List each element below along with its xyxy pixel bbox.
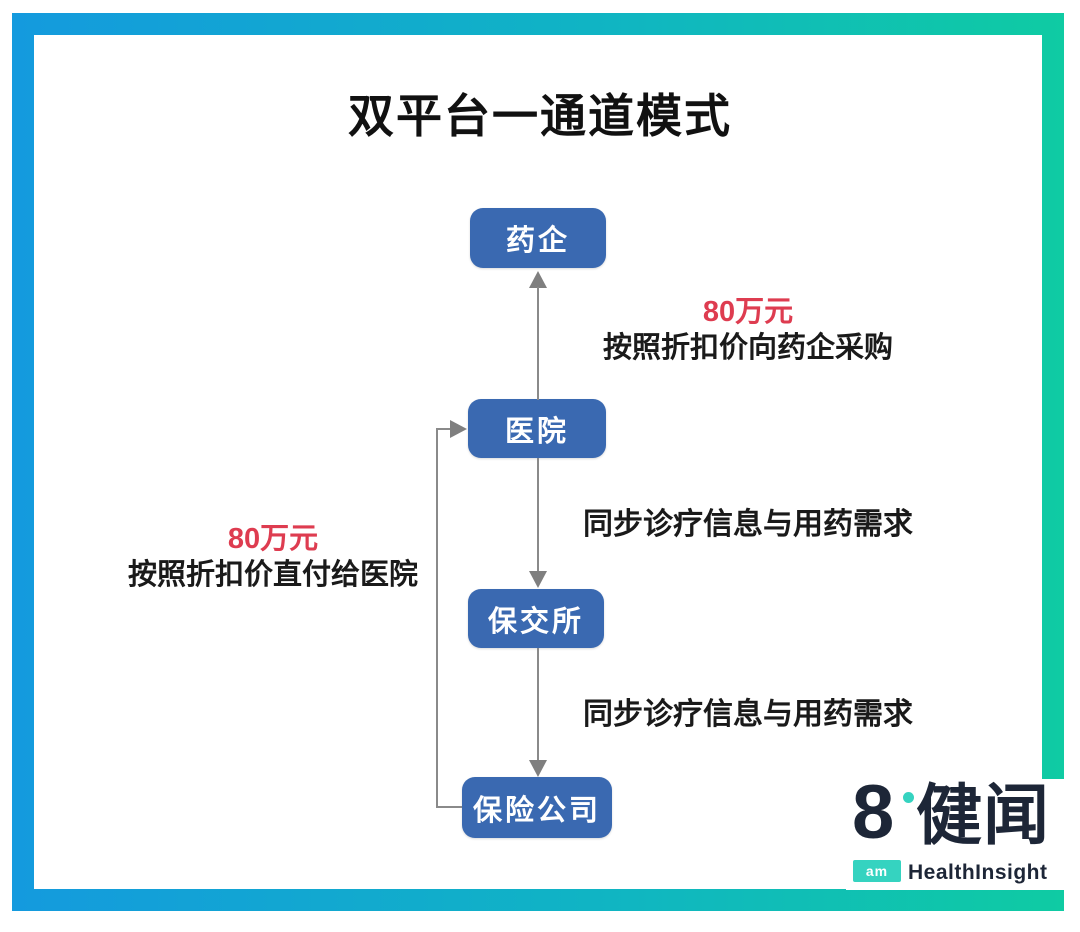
connector-hospital-to-pharma — [537, 287, 539, 400]
node-insurer: 保险公司 — [462, 777, 612, 838]
diagram-title: 双平台一通道模式 — [348, 90, 732, 142]
edge-label-sync-hospital-exchange: 同步诊疗信息与用药需求 — [560, 499, 936, 543]
arrowhead-right-icon — [450, 420, 467, 438]
connector-hospital-to-exchange — [537, 458, 539, 572]
connector-exchange-to-insurer — [537, 648, 539, 761]
sync-label: 同步诊疗信息与用药需求 — [583, 508, 913, 541]
connector-insurer-elbow-bottom — [437, 806, 462, 808]
purchase-description: 按照折扣价向药企采购 — [602, 332, 893, 364]
logo-number: 8 — [852, 770, 895, 855]
logo-name-en: HealthInsight — [908, 861, 1048, 884]
logo-dot-icon — [903, 792, 914, 803]
arrowhead-down-icon — [529, 760, 547, 777]
node-pharma: 药企 — [470, 208, 606, 268]
node-hospital: 医院 — [468, 399, 606, 458]
edge-label-sync-exchange-insurer: 同步诊疗信息与用药需求 — [560, 689, 936, 733]
healthinsight-logo: 8 健闻 am HealthInsight — [846, 770, 1080, 890]
node-exchange: 保交所 — [468, 589, 604, 648]
connector-insurer-elbow-top — [436, 428, 452, 430]
arrowhead-up-icon — [529, 271, 547, 288]
connector-insurer-elbow-vertical — [436, 428, 438, 808]
sync-label: 同步诊疗信息与用药需求 — [583, 698, 913, 731]
edge-label-direct-pay: 80万元 按照折扣价直付给医院 — [85, 521, 461, 593]
direct-pay-amount: 80万元 — [227, 523, 319, 555]
purchase-amount: 80万元 — [702, 296, 794, 328]
edge-label-purchase: 80万元 按照折扣价向药企采购 — [560, 294, 936, 366]
arrowhead-down-icon — [529, 571, 547, 588]
direct-pay-description: 按照折扣价直付给医院 — [127, 559, 418, 591]
logo-am-badge: am — [853, 860, 901, 882]
logo-name-cn: 健闻 — [916, 778, 1050, 852]
